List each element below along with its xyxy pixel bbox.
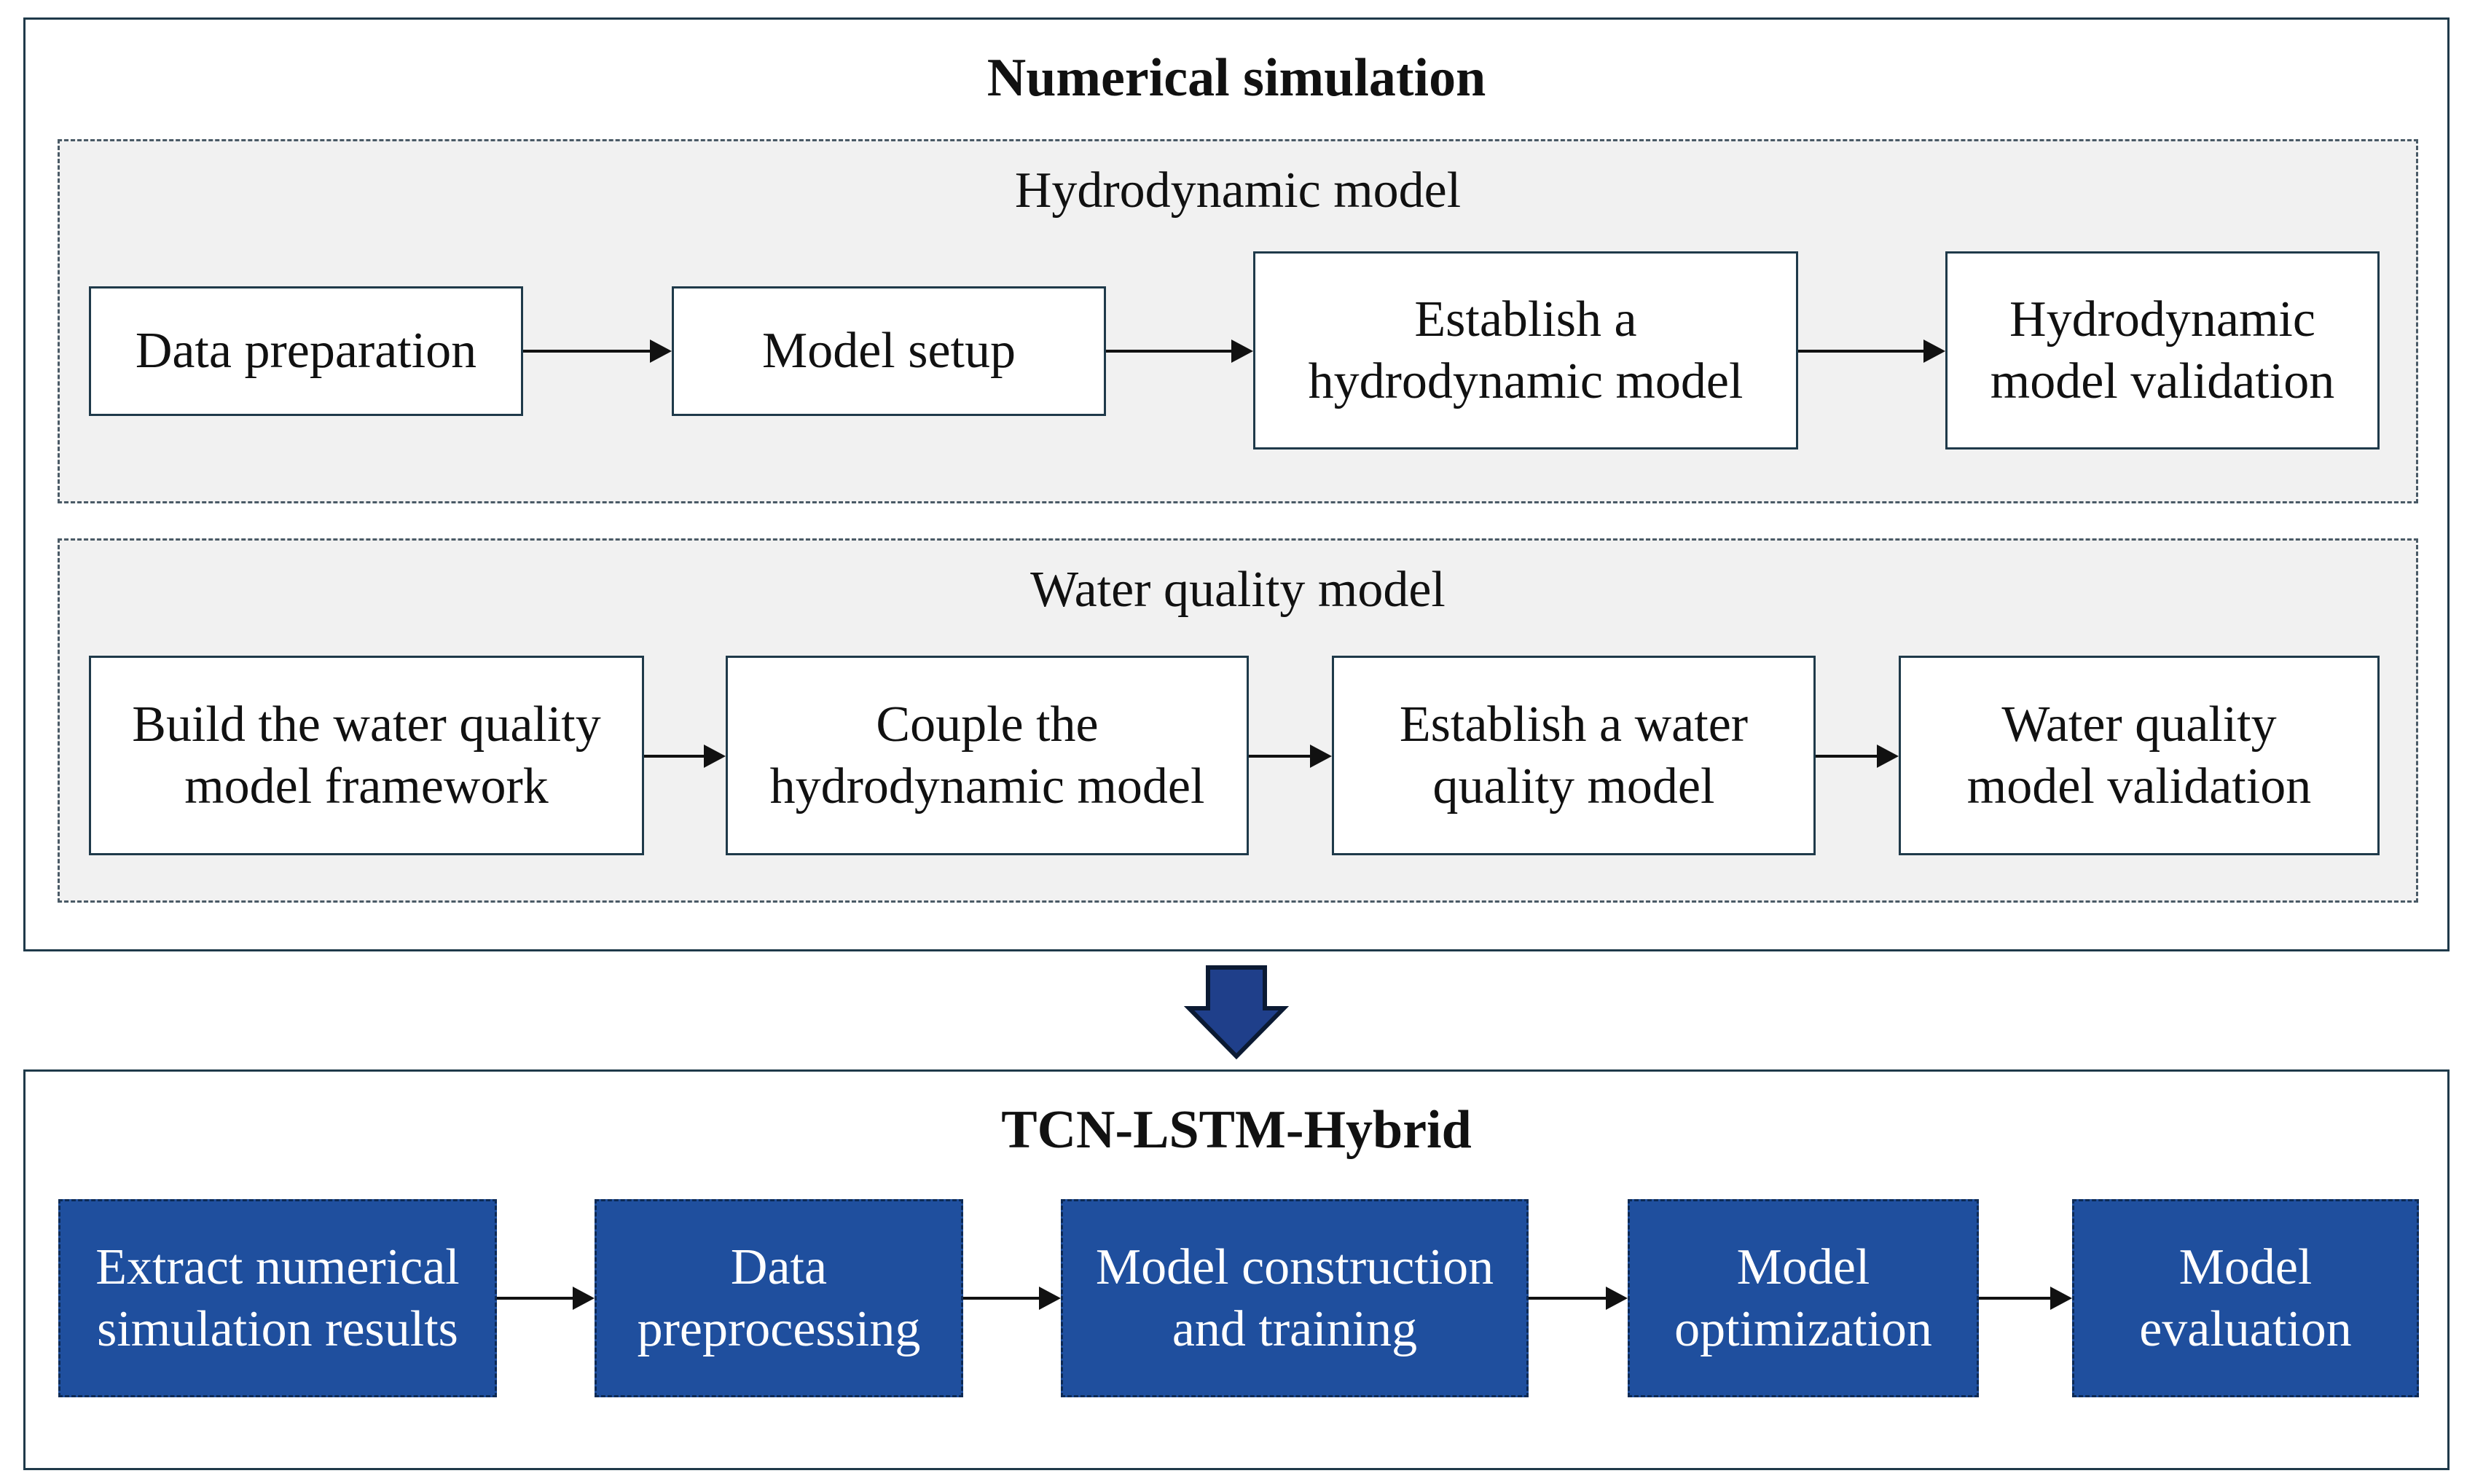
water-quality-model-title: Water quality model	[1030, 562, 1446, 618]
step-data-preparation: Data preparation	[89, 286, 523, 416]
step-model-evaluation: Model evaluation	[2072, 1199, 2419, 1397]
step-data-preprocessing: Data preprocessing	[595, 1199, 963, 1397]
step-couple-hydrodynamic-model: Couple the hydrodynamic model	[726, 656, 1249, 855]
arrowhead-wq-1	[704, 745, 726, 768]
arrowhead-tcn-1	[573, 1287, 595, 1310]
arrowhead-hydro-3	[1923, 339, 1945, 363]
step-extract-simulation-results: Extract numerical simulation results	[58, 1199, 497, 1397]
big-down-arrow-icon	[1183, 965, 1290, 1060]
arrowhead-tcn-2	[1039, 1287, 1061, 1310]
hydrodynamic-model-title: Hydrodynamic model	[1014, 162, 1462, 219]
step-hydrodynamic-model-validation: Hydrodynamic model validation	[1945, 251, 2380, 449]
arrowhead-wq-2	[1310, 745, 1332, 768]
arrowhead-hydro-1	[650, 339, 672, 363]
step-model-construction-training: Model construction and training	[1061, 1199, 1529, 1397]
arrowhead-hydro-2	[1231, 339, 1253, 363]
step-establish-hydrodynamic-model: Establish a hydrodynamic model	[1253, 251, 1798, 449]
tcn-lstm-hybrid-title: TCN-LSTM-Hybrid	[1001, 1100, 1472, 1160]
arrowhead-tcn-4	[2050, 1287, 2072, 1310]
step-water-quality-model-validation: Water quality model validation	[1899, 656, 2380, 855]
step-build-water-quality-framework: Build the water quality model framework	[89, 656, 644, 855]
step-establish-water-quality-model: Establish a water quality model	[1332, 656, 1816, 855]
arrowhead-wq-3	[1877, 745, 1899, 768]
step-model-setup: Model setup	[672, 286, 1106, 416]
numerical-simulation-title: Numerical simulation	[987, 48, 1486, 108]
step-model-optimization: Model optimization	[1628, 1199, 1979, 1397]
arrowhead-tcn-3	[1606, 1287, 1628, 1310]
